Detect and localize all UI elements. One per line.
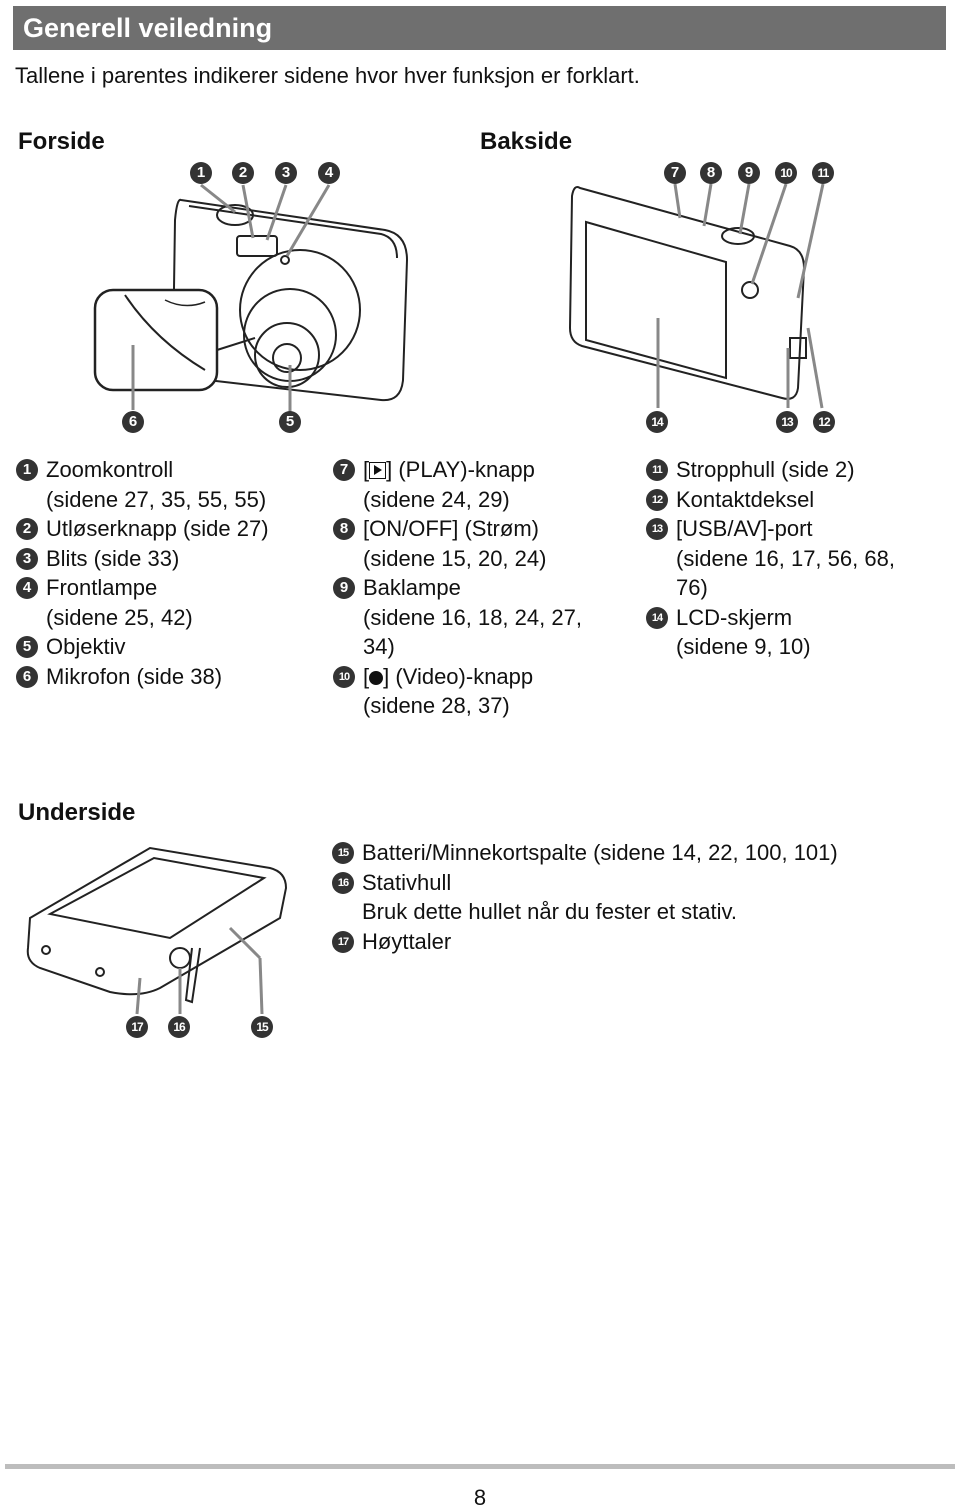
callout-10: 10 [775,162,797,184]
list-item: 13[USB/AV]-port(sidene 16, 17, 56, 68,76… [646,514,895,603]
back-heading: Bakside [480,128,573,155]
callout-6: 6 [122,411,144,433]
footer-divider [5,1464,955,1469]
callout-11: 11 [812,162,834,184]
callout-7: 7 [664,162,686,184]
callout-4: 4 [318,162,340,184]
callout-3: 3 [275,162,297,184]
callout-12: 12 [813,411,835,433]
play-icon [369,462,387,479]
front-heading: Forside [18,128,105,155]
callout-14: 14 [646,411,668,433]
list-item: 10[] (Video)-knapp(sidene 28, 37) [333,662,582,721]
intro-text: Tallene i parentes indikerer sidene hvor… [15,63,640,88]
callout-2: 2 [232,162,254,184]
bottom-camera-illustration [26,846,288,1015]
callout-17: 17 [126,1016,148,1038]
front-camera-illustration [93,183,409,412]
bottom-heading: Underside [18,799,136,826]
callout-16: 16 [168,1016,190,1038]
page-number: 8 [473,1485,487,1510]
callout-1: 1 [190,162,212,184]
record-icon [369,670,384,685]
list-item: 8[ON/OFF] (Strøm)(sidene 15, 20, 24) [333,514,582,573]
list-item: 7[] (PLAY)-knapp(sidene 24, 29) [333,455,582,514]
back-camera-illustration [568,183,825,409]
section-title: Generell veiledning [13,6,946,50]
callout-9: 9 [738,162,760,184]
back-parts-list-1: 7[] (PLAY)-knapp(sidene 24, 29) 8[ON/OFF… [333,455,582,721]
callout-8: 8 [700,162,722,184]
callout-5: 5 [279,411,301,433]
callout-15: 15 [251,1016,273,1038]
callout-13: 13 [776,411,798,433]
